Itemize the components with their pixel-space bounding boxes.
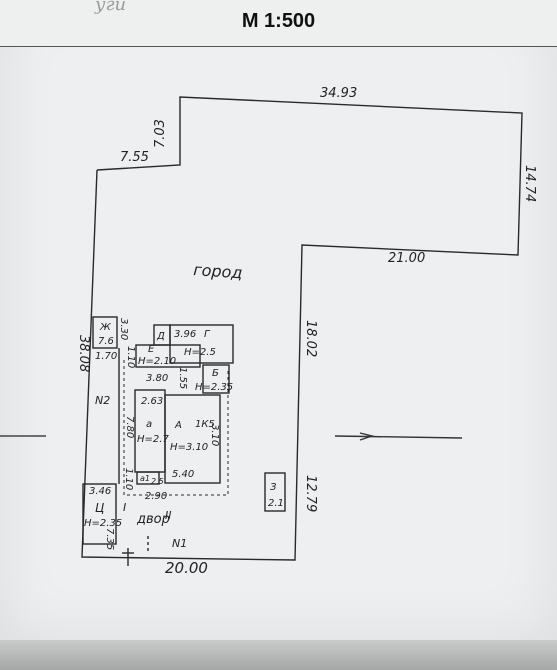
- litera-ts-letter: Ц: [95, 501, 104, 515]
- dim-right-vertical: 14.74: [522, 165, 537, 202]
- litera-b-label: Н=2.35: [195, 382, 233, 393]
- litera-z-label: 2.1: [268, 498, 284, 509]
- litera-e-label: Н=2.10: [138, 356, 176, 367]
- litera-g-letter: Г: [204, 329, 211, 340]
- dim-right-step: 21.00: [388, 251, 425, 266]
- scale-title: М 1:500: [241, 10, 316, 32]
- litera-a-main-letter: А: [174, 420, 182, 431]
- sd-ts-top: 3.46: [89, 486, 111, 497]
- lot-boundary: [81, 96, 523, 561]
- sd-ts-left: 7.35: [104, 528, 115, 550]
- marker-roman-1: I: [123, 501, 126, 514]
- litera-zh-label: 7.6: [98, 336, 114, 347]
- litera-a1-letter: а1: [140, 474, 150, 483]
- header-scribble: уги: [95, 0, 127, 15]
- sd-e-width: 3.80: [146, 373, 168, 384]
- dim-lower-vertical: 12.79: [303, 475, 318, 512]
- sd-zh-bottom: 1.70: [95, 351, 117, 362]
- litera-a-main-height: Н=3.10: [170, 442, 208, 453]
- litera-b-letter: Б: [212, 368, 219, 379]
- dim-bottom: 20.00: [165, 559, 208, 577]
- marker-n2: N2: [95, 394, 110, 407]
- litera-d-letter: Д: [156, 331, 165, 342]
- building-a-main: [164, 394, 221, 484]
- marker-roman-2: II: [165, 509, 172, 522]
- sd-a1-left: 1.10: [123, 468, 134, 490]
- marker-n1: N1: [172, 537, 187, 550]
- sd-a-main-right: 3.10: [209, 424, 220, 446]
- litera-zh-letter: Ж: [99, 322, 112, 333]
- building-z: [264, 472, 286, 512]
- sd-b-left: 1.55: [177, 367, 188, 389]
- building-a1: [136, 471, 160, 485]
- area-label: город: [193, 260, 243, 282]
- sd-a-below: 2.90: [145, 491, 167, 502]
- dim-top-left-vertical: 7.03: [153, 119, 168, 148]
- litera-a-small-label: Н=2.7: [137, 434, 169, 445]
- litera-g-label: 3.96: [174, 329, 196, 340]
- sd-a-bottom: 5.40: [172, 469, 194, 480]
- arrow-shaft: [334, 435, 463, 439]
- building-ts: [82, 483, 117, 545]
- dim-top: 34.93: [320, 86, 357, 101]
- dim-middle-vertical: 18.02: [303, 320, 318, 357]
- dim-top-left-horizontal: 7.55: [120, 150, 149, 165]
- arrow-head: [359, 432, 375, 441]
- litera-ts-label: Н=2.35: [84, 518, 122, 529]
- sd-a1-right: 2.5: [151, 477, 164, 486]
- marker-dvor: двор: [136, 512, 170, 527]
- building-g: [169, 324, 234, 364]
- litera-a-main-label: 1К5: [195, 419, 215, 430]
- litera-a-small-letter: а: [146, 419, 152, 430]
- litera-g-height: Н=2.5: [184, 347, 216, 358]
- sd-zh-right: 3.30: [118, 318, 129, 340]
- litera-z-letter: З: [270, 482, 277, 493]
- sd-a-top: 2.63: [141, 396, 163, 407]
- page-bottom-edge: [0, 640, 557, 670]
- header-band: уги М 1:500: [0, 0, 557, 47]
- sd-a-left: 7.80: [124, 416, 135, 438]
- sd-e-left: 1.10: [125, 346, 136, 368]
- building-b: [202, 364, 230, 394]
- litera-e-letter: Е: [148, 344, 155, 355]
- building-e: [135, 344, 201, 368]
- fence-dashed: [123, 360, 229, 496]
- dim-left-vertical: 38.08: [76, 335, 91, 372]
- building-zh: [92, 316, 118, 349]
